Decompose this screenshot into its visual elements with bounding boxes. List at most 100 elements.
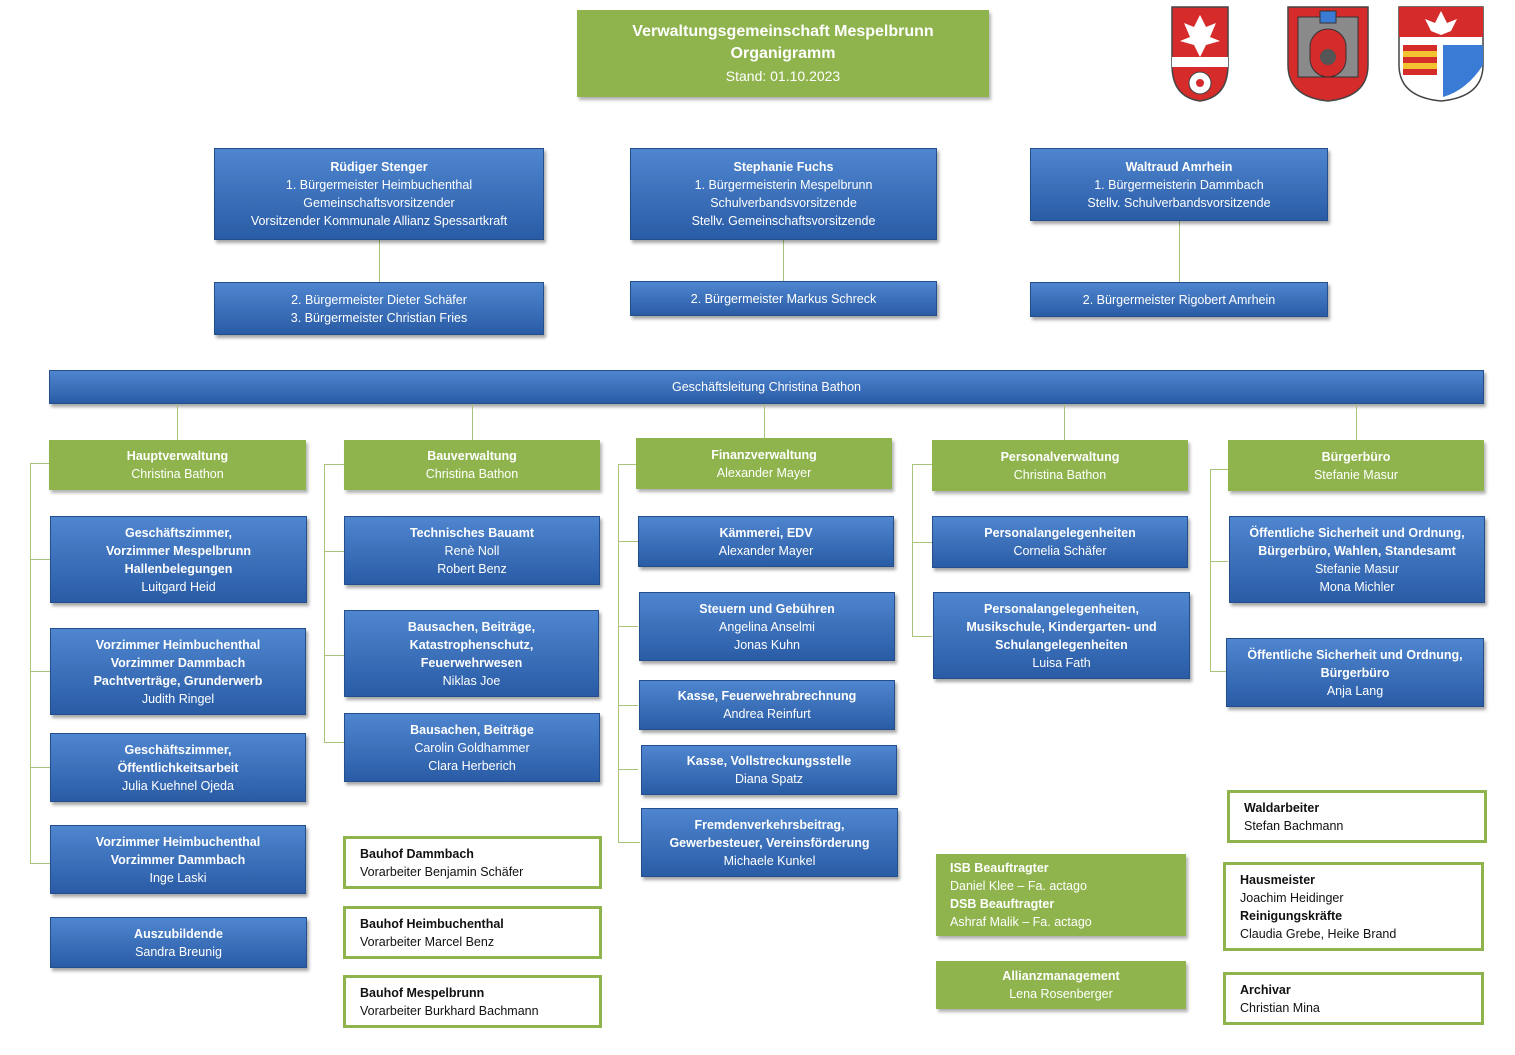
department-header: Hauptverwaltung Christina Bathon <box>49 440 306 490</box>
unit-title: Öffentlichkeitsarbeit <box>117 760 239 775</box>
unit-person: Andrea Reinfurt <box>723 707 811 721</box>
cleaning-person: Claudia Grebe, Heike Brand <box>1240 926 1397 941</box>
archivist-title: Archivar <box>1240 982 1291 997</box>
unit-box: Kämmerei, EDV Alexander Mayer <box>638 516 894 567</box>
security-officers-box: ISB Beauftragter Daniel Klee – Fa. actag… <box>936 854 1186 936</box>
unit-box: Kasse, Vollstreckungsstelle Diana Spatz <box>641 745 897 795</box>
unit-person: Alexander Mayer <box>718 543 814 558</box>
unit-title: Personalangelegenheiten, <box>984 601 1139 616</box>
unit-box: Bausachen, Beiträge, Katastrophenschutz,… <box>344 610 599 697</box>
bauhof-person: Vorarbeiter Marcel Benz <box>360 934 495 949</box>
bauhof-title: Bauhof Mespelbrunn <box>360 985 485 1000</box>
unit-title: Öffentliche Sicherheit und Ordnung, <box>1249 525 1465 540</box>
bauhof-box: Bauhof Mespelbrunn Vorarbeiter Burkhard … <box>343 975 602 1028</box>
unit-title: Vorzimmer Dammbach <box>110 852 246 867</box>
unit-title: Öffentliche Sicherheit und Ordnung, <box>1247 647 1463 662</box>
department-head: Alexander Mayer <box>716 465 812 480</box>
unit-box: Vorzimmer Heimbuchenthal Vorzimmer Dammb… <box>50 825 306 894</box>
mayor-role: Stellv. Schulverbandsvorsitzende <box>1087 195 1271 210</box>
caretaker-person: Joachim Heidinger <box>1240 890 1344 905</box>
connector <box>324 464 325 742</box>
department-head: Christina Bathon <box>1013 467 1107 482</box>
mayor-name: Stephanie Fuchs <box>733 160 834 174</box>
department-head: Christina Bathon <box>131 467 224 481</box>
deputy-box: 2. Bürgermeister Markus Schreck <box>630 281 937 316</box>
connector <box>30 863 50 864</box>
unit-box: Auszubildende Sandra Breunig <box>50 917 307 968</box>
department-header: Bauverwaltung Christina Bathon <box>344 440 600 490</box>
unit-title: Vorzimmer Dammbach <box>110 655 246 670</box>
mayor-role: 1. Bürgermeister Heimbuchenthal <box>285 178 473 192</box>
unit-person: Inge Laski <box>149 870 207 885</box>
mayor-role: 1. Bürgermeisterin Mespelbrunn <box>694 178 873 192</box>
connector <box>764 404 765 438</box>
unit-box: Technisches Bauamt Renè Noll Robert Benz <box>344 516 600 585</box>
connector <box>1356 404 1357 440</box>
connector <box>324 464 344 465</box>
connector <box>472 404 473 440</box>
unit-title: Geschäftszimmer, <box>125 525 232 540</box>
connector <box>30 463 50 464</box>
connector <box>912 542 932 543</box>
department-header: Personalverwaltung Christina Bathon <box>932 440 1188 491</box>
unit-box: Personalangelegenheiten, Musikschule, Ki… <box>933 592 1190 679</box>
deputy-name: 2. Bürgermeister Rigobert Amrhein <box>1082 292 1276 307</box>
deputy-name: 3. Bürgermeister Christian Fries <box>290 310 468 325</box>
connector <box>324 742 344 743</box>
department-head: Christina Bathon <box>425 467 519 481</box>
connector <box>618 842 640 843</box>
unit-box: Geschäftszimmer, Vorzimmer Mespelbrunn H… <box>50 516 307 603</box>
unit-person: Julia Kuehnel Ojeda <box>122 778 234 793</box>
unit-box: Öffentliche Sicherheit und Ordnung, Bürg… <box>1226 638 1484 707</box>
mayor-role: Schulverbandsvorsitzende <box>710 196 857 210</box>
unit-person: Luitgard Heid <box>141 579 216 594</box>
unit-title: Fremdenverkehrsbeitrag, <box>694 817 845 832</box>
connector <box>379 240 380 282</box>
archivist-person: Christian Mina <box>1240 1000 1320 1015</box>
management-label: Geschäftsleitung Christina Bathon <box>672 380 861 394</box>
bauhof-box: Bauhof Heimbuchenthal Vorarbeiter Marcel… <box>343 906 602 959</box>
deputy-box: 2. Bürgermeister Rigobert Amrhein <box>1030 282 1328 317</box>
unit-box: Öffentliche Sicherheit und Ordnung, Bürg… <box>1229 516 1485 603</box>
unit-title: Pachtverträge, Grunderwerb <box>93 673 263 688</box>
connector <box>783 240 784 281</box>
unit-title: Bürgerbüro, Wahlen, Standesamt <box>1258 543 1456 558</box>
mayor-box: Rüdiger Stenger 1. Bürgermeister Heimbuc… <box>214 148 544 240</box>
cleaning-title: Reinigungskräfte <box>1240 908 1343 923</box>
mayor-name: Waltraud Amrhein <box>1125 159 1233 174</box>
mayor-role: Vorsitzender Kommunale Allianz Spessartk… <box>250 214 508 228</box>
bauhof-person: Vorarbeiter Benjamin Schäfer <box>360 864 524 879</box>
unit-person: Niklas Joe <box>442 673 501 688</box>
unit-title: Geschäftszimmer, <box>124 742 232 757</box>
unit-person: Carolin Goldhammer <box>414 740 530 755</box>
connector <box>324 655 344 656</box>
unit-person: Robert Benz <box>437 561 507 576</box>
connector <box>30 463 31 863</box>
forest-worker-person: Stefan Bachmann <box>1244 818 1344 833</box>
connector <box>618 464 619 842</box>
connector <box>618 769 638 770</box>
unit-title: Vorzimmer Mespelbrunn <box>106 543 251 558</box>
connector <box>1210 671 1226 672</box>
deputy-box: 2. Bürgermeister Dieter Schäfer 3. Bürge… <box>214 282 544 335</box>
mayor-role: 1. Bürgermeisterin Dammbach <box>1094 177 1264 192</box>
unit-title: Kasse, Feuerwehrabrechnung <box>677 689 857 703</box>
unit-title: Bausachen, Beiträge, <box>407 619 536 634</box>
heimbuchenthal-crest-icon <box>1171 6 1229 102</box>
department-head: Stefanie Masur <box>1313 467 1399 482</box>
unit-person: Mona Michler <box>1319 579 1395 594</box>
dsb-title: DSB Beauftragter <box>950 897 1055 911</box>
connector <box>912 636 932 637</box>
unit-title: Vorzimmer Heimbuchenthal <box>95 834 261 849</box>
unit-title: Feuerwehrwesen <box>420 655 523 670</box>
bauhof-title: Bauhof Dammbach <box>360 846 474 861</box>
unit-title: Schulangelegenheiten <box>995 637 1128 652</box>
archivist-box: Archivar Christian Mina <box>1223 972 1484 1025</box>
alliance-title: Allianzmanagement <box>1002 969 1120 983</box>
unit-person: Cornelia Schäfer <box>1013 544 1107 558</box>
mayor-box: Waltraud Amrhein 1. Bürgermeisterin Damm… <box>1030 148 1328 221</box>
connector <box>618 626 638 627</box>
unit-title: Musikschule, Kindergarten- und <box>966 619 1157 634</box>
unit-person: Anja Lang <box>1326 683 1384 698</box>
unit-title: Kasse, Vollstreckungsstelle <box>686 754 852 768</box>
